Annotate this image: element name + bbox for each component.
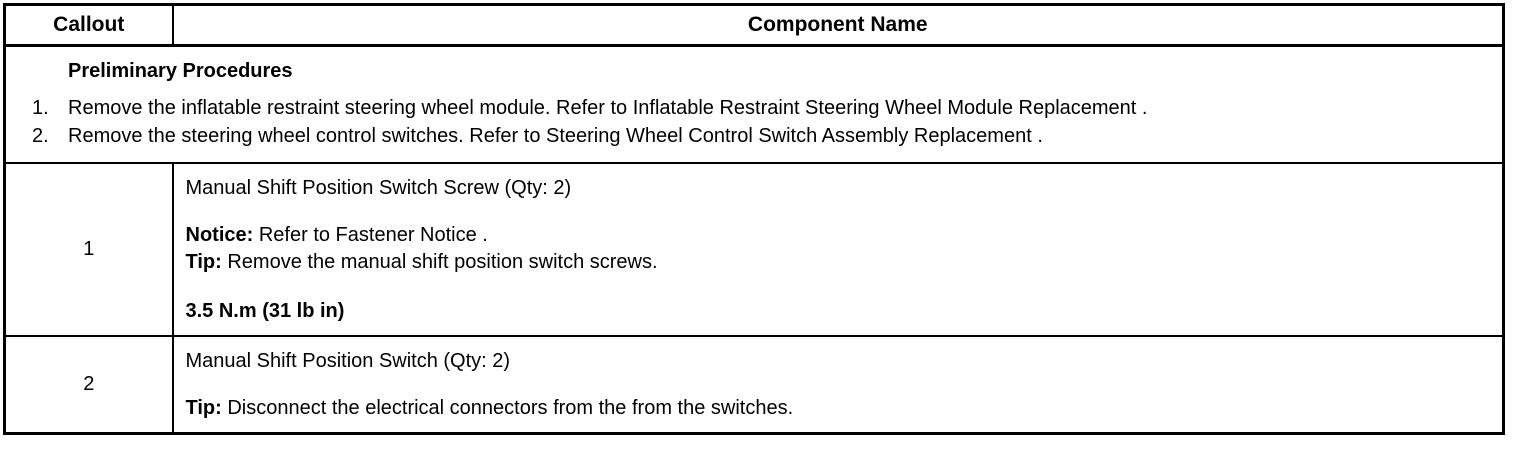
table-body: Preliminary Procedures 1. Remove the inf…	[4, 45, 1504, 434]
tip-label: Tip:	[185, 397, 222, 419]
notice-text: Refer to Fastener Notice .	[253, 224, 488, 246]
component-callout-table: Callout Component Name Preliminary Proce…	[3, 3, 1505, 435]
table-header-row: Callout Component Name	[4, 4, 1504, 47]
callout-number-2: 2	[4, 335, 174, 434]
table-row: 2 Manual Shift Position Switch (Qty: 2) …	[4, 335, 1504, 434]
tip-label: Tip:	[185, 251, 222, 273]
list-item-number: 2.	[32, 125, 49, 147]
tip-text: Remove the manual shift position switch …	[221, 251, 658, 273]
callout-number-1: 1	[4, 162, 174, 336]
preliminary-procedures-row: Preliminary Procedures 1. Remove the inf…	[4, 45, 1504, 164]
component-name-1: Manual Shift Position Switch Screw (Qty:…	[185, 177, 572, 199]
preliminary-procedures-list: 1. Remove the inflatable restraint steer…	[6, 94, 1502, 150]
table-row: 1 Manual Shift Position Switch Screw (Qt…	[4, 162, 1504, 336]
column-header-component-name: Component Name	[172, 4, 1504, 47]
torque-spec-1: 3.5 N.m (31 lb in)	[185, 300, 345, 322]
list-item-text: Remove the inflatable restraint steering…	[68, 97, 1148, 119]
preliminary-procedures-title: Preliminary Procedures	[68, 60, 293, 82]
callout-content-2: Manual Shift Position Switch (Qty: 2) Ti…	[172, 335, 1504, 434]
list-item: 2. Remove the steering wheel control swi…	[6, 122, 1502, 150]
component-name-2: Manual Shift Position Switch (Qty: 2)	[185, 350, 511, 372]
preliminary-procedures-cell: Preliminary Procedures 1. Remove the inf…	[4, 45, 1504, 164]
notice-label: Notice:	[185, 224, 254, 246]
tip-text: Disconnect the electrical connectors fro…	[221, 397, 794, 419]
callout-content-1: Manual Shift Position Switch Screw (Qty:…	[172, 162, 1504, 336]
list-item-text: Remove the steering wheel control switch…	[68, 125, 1043, 147]
column-header-callout: Callout	[4, 4, 174, 47]
table-header: Callout Component Name	[4, 4, 1504, 47]
list-item: 1. Remove the inflatable restraint steer…	[6, 94, 1502, 122]
list-item-number: 1.	[32, 97, 49, 119]
tip-line-1: Tip: Remove the manual shift position sw…	[186, 249, 1503, 276]
notice-line-1: Notice: Refer to Fastener Notice .	[186, 222, 1503, 249]
tip-line-2: Tip: Disconnect the electrical connector…	[186, 395, 1503, 422]
